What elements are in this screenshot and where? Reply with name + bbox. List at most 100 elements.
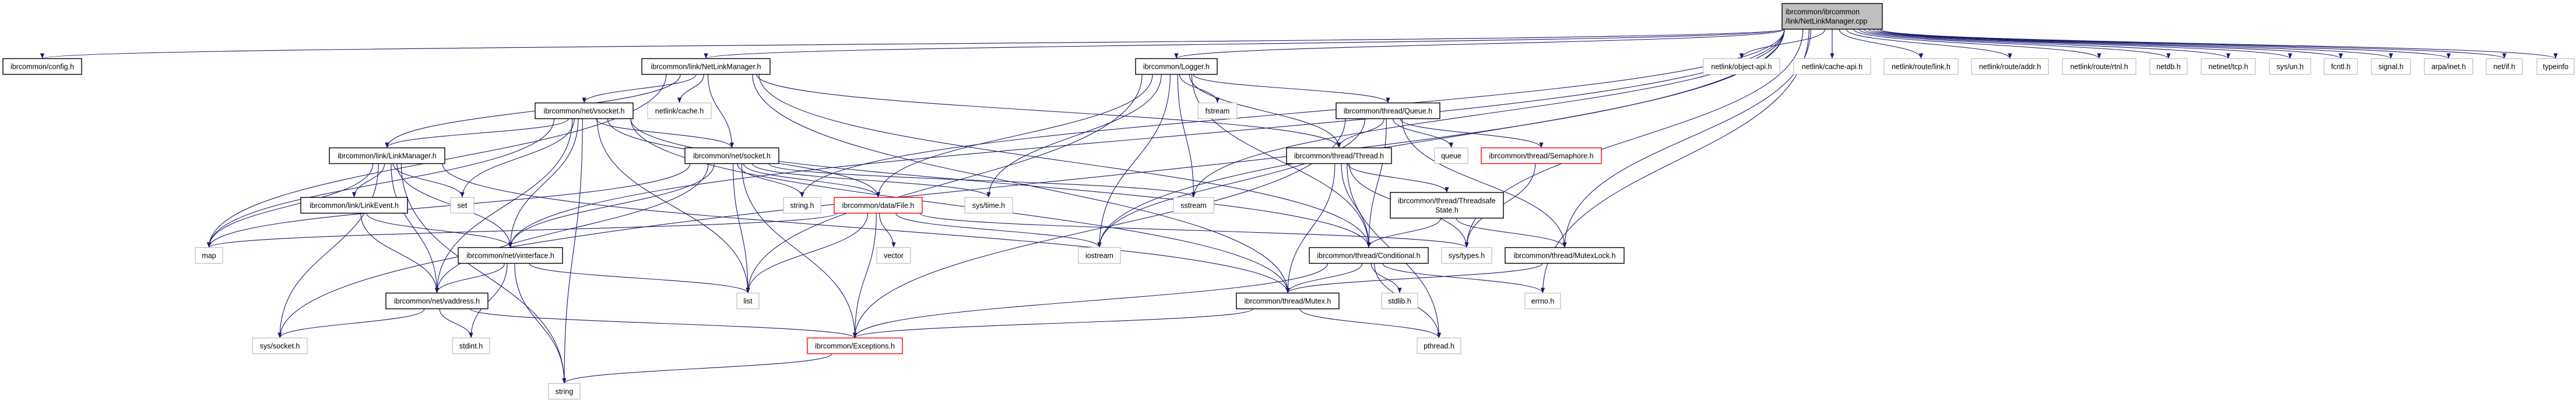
edge-ibrcommon-link-linkmanager-h-to-string: [400, 163, 567, 384]
nodes: ibrcommon/ibrcommon/link/NetLinkManager.…: [2, 3, 2575, 400]
node-netinet-tcp-h: netinet/tcp.h: [2201, 58, 2256, 75]
edge-cpp-to-string-h: [800, 29, 1785, 198]
node-pthread-h: pthread.h: [1417, 337, 1461, 355]
edge-ibrcommon-net-socket-h-to-sstream: [768, 163, 1196, 198]
node-label: typeinfo: [2543, 63, 2568, 71]
edge-ibrcommon-link-netlinkmanager-h-to-ibrcommon-link-linkmanager-h: [385, 74, 681, 148]
edge-ibrcommon-link-netlinkmanager-h-to-netlink-cache-h: [677, 74, 704, 103]
node-label: netinet/tcp.h: [2208, 63, 2248, 71]
edge-ibrcommon-link-linkevent-h-to-ibrcommon-net-vinterface-h: [366, 213, 513, 248]
node-ibrcommon-net-vsocket-h[interactable]: ibrcommon/net/vsocket.h: [535, 102, 634, 120]
node-label: netlink/cache-api.h: [1802, 63, 1862, 71]
edge-ibrcommon-thread-mutexlock-h-to-ibrcommon-thread-mutex-h: [1285, 263, 1543, 293]
edge-ibrcommon-net-vsocket-h-to-map: [206, 118, 555, 248]
edge-ibrcommon-link-linkmanager-h-to-ibrcommon-thread-mutex-h: [442, 163, 1290, 293]
node-box: [1286, 147, 1392, 164]
node-ibrcommon-link-linkmanager-h[interactable]: ibrcommon/link/LinkManager.h: [329, 147, 445, 164]
node-box: [1434, 147, 1468, 164]
node-ibrcommon-link-netlinkmanager-h[interactable]: ibrcommon/link/NetLinkManager.h: [641, 58, 771, 75]
node-netdb-h: netdb.h: [2149, 58, 2188, 75]
node-label: fstream: [1206, 107, 1230, 115]
node-ibrcommon-thread-mutexlock-h[interactable]: ibrcommon/thread/MutexLock.h: [1505, 247, 1625, 264]
node-box: [807, 337, 903, 355]
edge-ibrcommon-logger-h-to-ibrcommon-data-file-h: [876, 74, 1153, 198]
node-label: vector: [884, 252, 904, 260]
node-netlink-route-link-h: netlink/route/link.h: [1883, 58, 1959, 75]
edge-ibrcommon-net-vaddress-h-to-ibrcommon-exceptions-h: [470, 309, 857, 338]
node-box: [458, 247, 563, 264]
node-sys-time-h: sys/time.h: [964, 197, 1013, 214]
node-label: pthread.h: [1424, 342, 1454, 351]
edge-cpp-to-sys-socket-h: [277, 29, 1785, 338]
node-ibrcommon-thread-conditional-h[interactable]: ibrcommon/thread/Conditional.h: [1309, 247, 1429, 264]
node-ibrcommon-thread-semaphore-h[interactable]: ibrcommon/thread/Semaphore.h: [1481, 147, 1602, 164]
node-label: set: [458, 202, 468, 210]
node-label: netlink/route/addr.h: [1979, 63, 2041, 71]
edge-ibrcommon-link-netlinkmanager-h-to-ibrcommon-thread-thread-h: [756, 74, 1341, 148]
edge-ibrcommon-logger-h-to-list: [746, 74, 1143, 293]
node-label: list: [743, 297, 753, 306]
node-ibrcommon-net-vaddress-h[interactable]: ibrcommon/net/vaddress.h: [385, 292, 489, 310]
edge-ibrcommon-net-socket-h-to-ibrcommon-net-vaddress-h: [434, 163, 709, 293]
node-box: [736, 292, 760, 310]
edge-ibrcommon-data-file-h-to-list: [746, 213, 869, 293]
node-box: [385, 292, 489, 310]
node-label: errno.h: [1531, 297, 1555, 306]
node-ibrcommon-thread-thread-h[interactable]: ibrcommon/thread/Thread.h: [1286, 147, 1392, 164]
edge-ibrcommon-logger-h-to-ibrcommon-thread-thread-h: [1189, 74, 1341, 148]
edge-ibrcommon-link-netlinkmanager-h-to-ibrcommon-net-vsocket-h: [582, 74, 697, 103]
node-label: ibrcommon/net/vsocket.h: [544, 107, 625, 115]
edge-ibrcommon-net-socket-h-to-ibrcommon-exceptions-h: [741, 163, 858, 338]
edge-ibrcommon-thread-mutex-h-to-pthread-h: [1299, 309, 1442, 338]
node-ibrcommon-thread-mutex-h[interactable]: ibrcommon/thread/Mutex.h: [1236, 292, 1340, 310]
edge-ibrcommon-net-vsocket-h-to-ibrcommon-thread-conditional-h: [630, 118, 1371, 248]
node-box: [252, 337, 308, 355]
node-typeinfo: typeinfo: [2536, 58, 2575, 75]
node-ibrcommon-link-linkevent-h[interactable]: ibrcommon/link/LinkEvent.h: [300, 197, 408, 214]
node-queue: queue: [1434, 147, 1468, 164]
node-box: [548, 383, 581, 400]
node-box: [1078, 247, 1121, 264]
node-ibrcommon-net-socket-h[interactable]: ibrcommon/net/socket.h: [684, 147, 779, 164]
node-box: [2269, 58, 2311, 75]
node-box: [1524, 292, 1561, 310]
node-list: list: [736, 292, 760, 310]
node-netlink-cache-h: netlink/cache.h: [647, 102, 712, 120]
node-label: ibrcommon/thread/MutexLock.h: [1513, 252, 1615, 260]
node-box: [2149, 58, 2188, 75]
node-label: queue: [1441, 152, 1461, 160]
node-label: net/if.h: [2493, 63, 2515, 71]
node-label: map: [202, 252, 216, 260]
node-ibrcommon-exceptions-h[interactable]: ibrcommon/Exceptions.h: [807, 337, 903, 355]
node-label: fcntl.h: [2331, 63, 2350, 71]
edge-ibrcommon-net-socket-h-to-ibrcommon-net-vinterface-h: [508, 163, 715, 248]
node-arpa-inet-h: arpa/inet.h: [2424, 58, 2473, 75]
node-fstream: fstream: [1197, 102, 1238, 120]
edge-ibrcommon-net-vinterface-h-to-ibrcommon-net-vaddress-h: [434, 263, 505, 293]
node-label: netlink/cache.h: [655, 107, 704, 115]
edge-ibrcommon-net-vinterface-h-to-string: [514, 263, 567, 384]
node-string: string: [548, 383, 581, 400]
node-ibrcommon-logger-h[interactable]: ibrcommon/Logger.h: [1135, 58, 1218, 75]
node-label: sys/un.h: [2276, 63, 2304, 71]
node-label: sys/types.h: [1449, 252, 1485, 260]
node-box: [1481, 147, 1602, 164]
node-sys-un-h: sys/un.h: [2269, 58, 2311, 75]
node-ibrcommon-thread-queue-h[interactable]: ibrcommon/thread/Queue.h: [1336, 102, 1440, 120]
node-ibrcommon-ibrcommon-link-netlinkmanager-cpp[interactable]: ibrcommon/ibrcommon/link/NetLinkManager.…: [1781, 3, 1883, 30]
edges: [40, 29, 2558, 384]
edge-cpp-to-arpa-inet-h: [1879, 29, 2451, 59]
node-label: string: [556, 388, 574, 396]
node-stdint-h: stdint.h: [452, 337, 490, 355]
node-ibrcommon-net-vinterface-h[interactable]: ibrcommon/net/vinterface.h: [458, 247, 563, 264]
node-box: [450, 197, 475, 214]
node-box: [1417, 337, 1461, 355]
edge-ibrcommon-thread-queue-h-to-queue: [1393, 118, 1454, 148]
edge-ibrcommon-net-socket-h-to-list: [733, 163, 750, 293]
node-box: [1309, 247, 1429, 264]
node-ibrcommon-config-h[interactable]: ibrcommon/config.h: [2, 58, 82, 75]
node-ibrcommon-data-file-h[interactable]: ibrcommon/data/File.h: [834, 197, 923, 214]
edge-ibrcommon-net-vinterface-h-to-stdint-h: [469, 263, 508, 338]
